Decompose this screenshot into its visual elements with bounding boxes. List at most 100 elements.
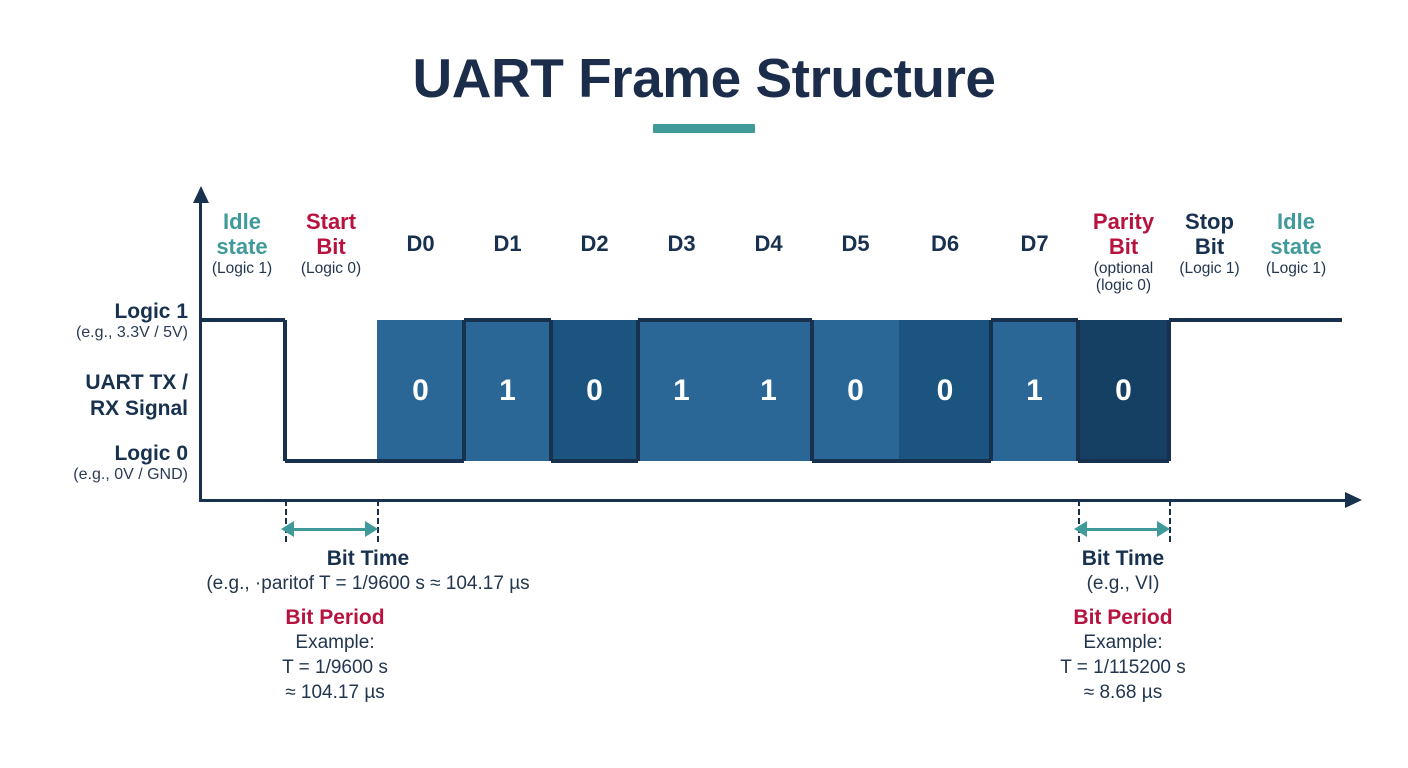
segment-label-d1: D1 [464,210,551,257]
axis-label-logic-1: Logic 1 (e.g., 3.3V / 5V) [8,300,188,341]
waveform-transition-edge [1076,320,1080,461]
segment-name-line2: Bit [1194,233,1225,259]
segment-label-d4: D4 [725,210,812,257]
bit-cell-d6: 0 [899,320,991,461]
segment-name-line2: state [1270,233,1322,259]
logic-0-detail: (e.g., 0V / GND) [73,465,188,483]
segment-label-d3: D3 [638,210,725,257]
waveform-level-d3 [638,318,725,322]
bit-cell-d7: 1 [991,320,1078,461]
bit-cell-d4: 1 [725,320,812,461]
bit-time-right-arrowhead-right-icon [1157,521,1170,537]
axis-label-logic-0: Logic 0 (e.g., 0V / GND) [8,442,188,483]
bit-period-left-result: ≈ 104.17 µs [285,681,385,703]
waveform-transition-edge [636,320,640,461]
segment-name: D6 [930,231,960,256]
x-axis [199,499,1349,502]
segment-name: D0 [406,231,435,256]
segment-name-line2: Bit [316,233,346,259]
segment-label-d6: D6 [899,210,991,257]
bit-period-note-left: Bit Period Example: T = 1/9600 s ≈ 104.1… [180,604,490,705]
segment-sublabel: (Logic 1) [1179,259,1240,277]
signal-name-line2: RX Signal [89,396,188,420]
segment-name: Start [305,209,357,234]
segment-sublabel: (Logic 0) [300,259,362,277]
bit-time-left-arrowhead-left-icon [281,521,294,537]
bit-period-left-formula: T = 1/9600 s [282,656,388,678]
bit-time-right-arrow [1085,528,1162,531]
segment-name: D3 [667,231,696,256]
bit-time-left-tick-end [377,500,379,542]
waveform-level-d1 [464,318,551,322]
segment-name: Idle [1277,209,1315,234]
waveform-transition-edge [283,320,287,461]
bit-period-right-formula: T = 1/115200 s [1060,656,1186,678]
segment-label-d2: D2 [551,210,638,257]
bit-time-left-title: Bit Time [326,547,410,570]
waveform-transition-edge [989,320,993,461]
waveform-transition-edge [810,320,814,461]
bit-cell-d1: 1 [464,320,551,461]
bit-period-right-result: ≈ 8.68 µs [1083,681,1163,703]
segment-name-line2: Bit [1108,233,1139,259]
waveform-level-start-bit [285,459,377,463]
bit-time-right-arrowhead-left-icon [1074,521,1087,537]
x-axis-arrow-icon [1345,492,1362,508]
waveform-level-d7 [991,318,1078,322]
segment-name: D1 [493,231,522,256]
waveform-level-d5 [812,459,899,463]
bit-cell-d3: 1 [638,320,725,461]
waveform-level-d0 [377,459,464,463]
y-axis-arrow-icon [193,186,209,203]
page-title: UART Frame Structure [412,47,996,109]
logic-1-detail: (e.g., 3.3V / 5V) [75,323,188,341]
bit-period-left-example: Example: [295,632,375,654]
segment-label-d7: D7 [991,210,1078,257]
bit-time-note-left: Bit Time (e.g., ·paritof T = 1/9600 s ≈ … [133,545,603,597]
segment-name: Idle [223,209,261,234]
bit-cell-d2: 0 [551,320,638,461]
bit-time-note-right: Bit Time (e.g., VI) [968,545,1278,597]
signal-name-line1: UART TX / [85,371,188,394]
bit-period-left-title: Bit Period [285,606,385,629]
logic-0-name: Logic 0 [114,442,188,465]
waveform-level-idle-left [199,318,285,322]
waveform-transition-edge [1167,320,1171,461]
segment-sublabel: (optional [1093,259,1154,277]
segment-name-line2: state [216,233,268,259]
segment-name: D4 [754,231,783,256]
bit-cell-d0: 0 [377,320,464,461]
bit-time-right-detail: (e.g., VI) [1086,573,1160,595]
bit-period-right-example: Example: [1083,632,1163,654]
segment-name: D7 [1020,231,1049,256]
segment-name: Stop [1185,209,1234,234]
waveform-level-d4 [725,318,812,322]
axis-label-signal: UART TX / RX Signal [8,370,188,421]
bit-cell-d5: 0 [812,320,899,461]
logic-1-name: Logic 1 [114,300,188,323]
waveform-transition-edge [549,320,553,461]
title-accent-rule [653,124,755,133]
bit-time-left-detail: (e.g., ·paritof T = 1/9600 s ≈ 104.17 µs [206,573,530,595]
segment-name: Parity [1092,209,1155,234]
waveform-transition-edge [462,320,466,461]
waveform-level-parity-bit [1078,459,1169,463]
segment-sublabel-2: (logic 0) [1095,277,1152,295]
bit-time-right-title: Bit Time [1081,547,1165,570]
waveform-level-idle-right [1250,318,1342,322]
segment-sublabel: (Logic 1) [1265,259,1327,277]
bit-time-right-tick-end [1169,500,1171,542]
waveform-level-d6 [899,459,991,463]
bit-time-left-arrowhead-right-icon [365,521,378,537]
segment-label-d0: D0 [377,210,464,257]
segment-name: D2 [580,231,609,256]
segment-name: D5 [841,231,870,256]
bit-period-right-title: Bit Period [1073,606,1173,629]
waveform-level-stop-bit [1169,318,1250,322]
